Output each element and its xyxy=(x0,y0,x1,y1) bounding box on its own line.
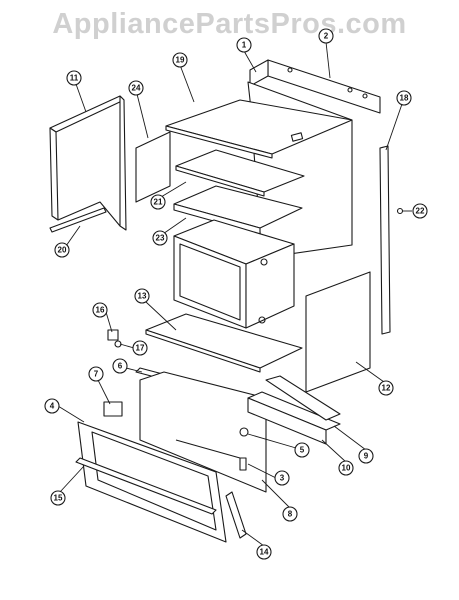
part-hinge xyxy=(239,457,247,471)
svg-text:22: 22 xyxy=(416,207,425,216)
svg-text:24: 24 xyxy=(132,84,141,93)
part-inner-top xyxy=(175,149,305,197)
callout-2: 2 xyxy=(318,28,334,44)
callout-5: 5 xyxy=(294,442,310,458)
watermark-text: AppliancePartsPros.com xyxy=(52,8,407,40)
callout-17: 17 xyxy=(132,340,148,356)
callout-20: 20 xyxy=(54,242,70,258)
callout-3: 3 xyxy=(274,470,290,486)
part-oven-liner xyxy=(173,219,295,329)
callout-4: 4 xyxy=(44,398,60,414)
callout-24: 24 xyxy=(128,80,144,96)
svg-text:7: 7 xyxy=(94,370,99,379)
svg-text:23: 23 xyxy=(156,234,165,243)
callout-10: 10 xyxy=(338,460,354,476)
part-screw xyxy=(396,207,404,215)
svg-text:10: 10 xyxy=(342,464,351,473)
callout-1: 1 xyxy=(236,37,252,53)
svg-text:17: 17 xyxy=(136,344,145,353)
svg-text:5: 5 xyxy=(300,446,305,455)
part-side-strip xyxy=(225,491,247,539)
svg-text:18: 18 xyxy=(400,94,409,103)
callout-15: 15 xyxy=(50,490,66,506)
part-insulation-blanket xyxy=(173,185,303,235)
svg-text:20: 20 xyxy=(58,246,67,255)
callout-7: 7 xyxy=(88,366,104,382)
callout-23: 23 xyxy=(152,230,168,246)
callout-16: 16 xyxy=(92,302,108,318)
part-door-trim xyxy=(75,457,217,515)
part-latch xyxy=(103,401,123,417)
callout-19: 19 xyxy=(172,52,188,68)
svg-text:11: 11 xyxy=(70,74,79,83)
part-sensor xyxy=(107,329,122,348)
callout-14: 14 xyxy=(256,544,272,560)
part-left-frame xyxy=(49,95,127,231)
svg-text:16: 16 xyxy=(96,306,105,315)
callout-12: 12 xyxy=(378,380,394,396)
part-knob xyxy=(239,427,249,437)
svg-text:2: 2 xyxy=(324,32,329,41)
svg-text:19: 19 xyxy=(176,56,185,65)
callout-8: 8 xyxy=(282,506,298,522)
callout-22: 22 xyxy=(412,203,428,219)
svg-text:14: 14 xyxy=(260,548,269,557)
part-insulation-panel xyxy=(135,131,171,203)
callout-18: 18 xyxy=(396,90,412,106)
svg-text:15: 15 xyxy=(54,494,63,503)
callout-21: 21 xyxy=(150,194,166,210)
part-top-bracket xyxy=(249,59,381,114)
svg-text:13: 13 xyxy=(138,292,147,301)
svg-text:6: 6 xyxy=(118,362,123,371)
svg-text:12: 12 xyxy=(382,384,391,393)
part-bottom-panel xyxy=(145,313,303,373)
part-cabinet-top xyxy=(165,99,353,159)
part-front-panel xyxy=(139,371,267,493)
part-drawer-front xyxy=(247,375,341,445)
svg-text:4: 4 xyxy=(50,402,55,411)
callout-13: 13 xyxy=(134,288,150,304)
part-rear-rail xyxy=(379,145,391,335)
part-bottom-rail xyxy=(49,207,107,233)
callout-11: 11 xyxy=(66,70,82,86)
part-rear-panel xyxy=(305,271,371,393)
svg-text:1: 1 xyxy=(242,41,247,50)
callout-9: 9 xyxy=(358,448,374,464)
svg-text:8: 8 xyxy=(288,510,293,519)
svg-text:21: 21 xyxy=(154,198,163,207)
svg-text:3: 3 xyxy=(280,474,285,483)
svg-text:9: 9 xyxy=(364,452,369,461)
callout-6: 6 xyxy=(112,358,128,374)
